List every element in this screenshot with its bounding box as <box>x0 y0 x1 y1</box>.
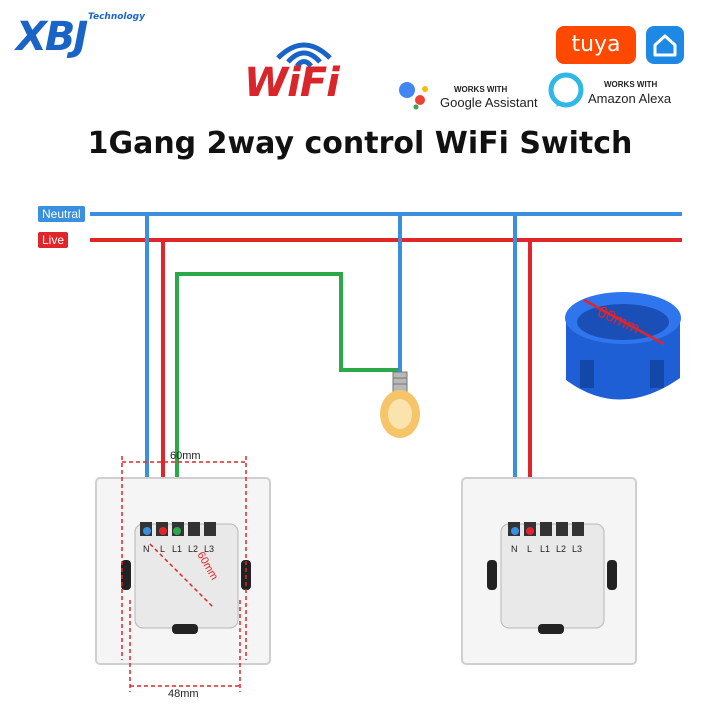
dimension-width-top: 60mm <box>170 450 201 462</box>
google-assistant-icon <box>399 82 428 110</box>
neutral-tag: Neutral <box>38 206 85 222</box>
google-works-with: WORKS WITH <box>454 85 508 94</box>
smart-home-icon <box>646 26 684 64</box>
tuya-icon: tuya <box>556 26 636 64</box>
brand-logo: XBJ <box>16 14 88 60</box>
alexa-icon <box>548 72 584 108</box>
left-terminal-l1: L1 <box>172 544 183 554</box>
dimension-guides <box>121 456 247 692</box>
right-terminal-l1: L1 <box>540 544 551 554</box>
brand-tagline: Technology <box>88 12 145 22</box>
right-terminal-l: L <box>527 544 533 554</box>
right-terminal-n: N <box>511 544 518 554</box>
left-terminal-n: N <box>143 544 150 554</box>
live-tag: Live <box>38 232 69 248</box>
alexa-label: Amazon Alexa <box>588 91 672 106</box>
right-terminal-l2: L2 <box>556 544 567 554</box>
wifi-icon <box>276 42 332 68</box>
right-terminal-l3: L3 <box>572 544 583 554</box>
left-terminal-l3: L3 <box>204 544 215 554</box>
wifi-logo-text: WiFi <box>244 60 340 106</box>
left-terminal-l: L <box>160 544 166 554</box>
brand-name: XBJ <box>16 14 88 60</box>
right-switch-plate <box>461 477 637 665</box>
google-assistant-label: Google Assistant <box>440 95 538 110</box>
left-terminal-l2: L2 <box>188 544 199 554</box>
junction-box-icon <box>565 292 681 400</box>
alexa-works-with: WORKS WITH <box>604 80 658 89</box>
page-title: 1Gang 2way control WiFi Switch <box>87 126 633 161</box>
light-bulb-icon <box>380 371 420 438</box>
dimension-width-bottom: 48mm <box>168 688 199 700</box>
tuya-label: tuya <box>571 32 621 57</box>
